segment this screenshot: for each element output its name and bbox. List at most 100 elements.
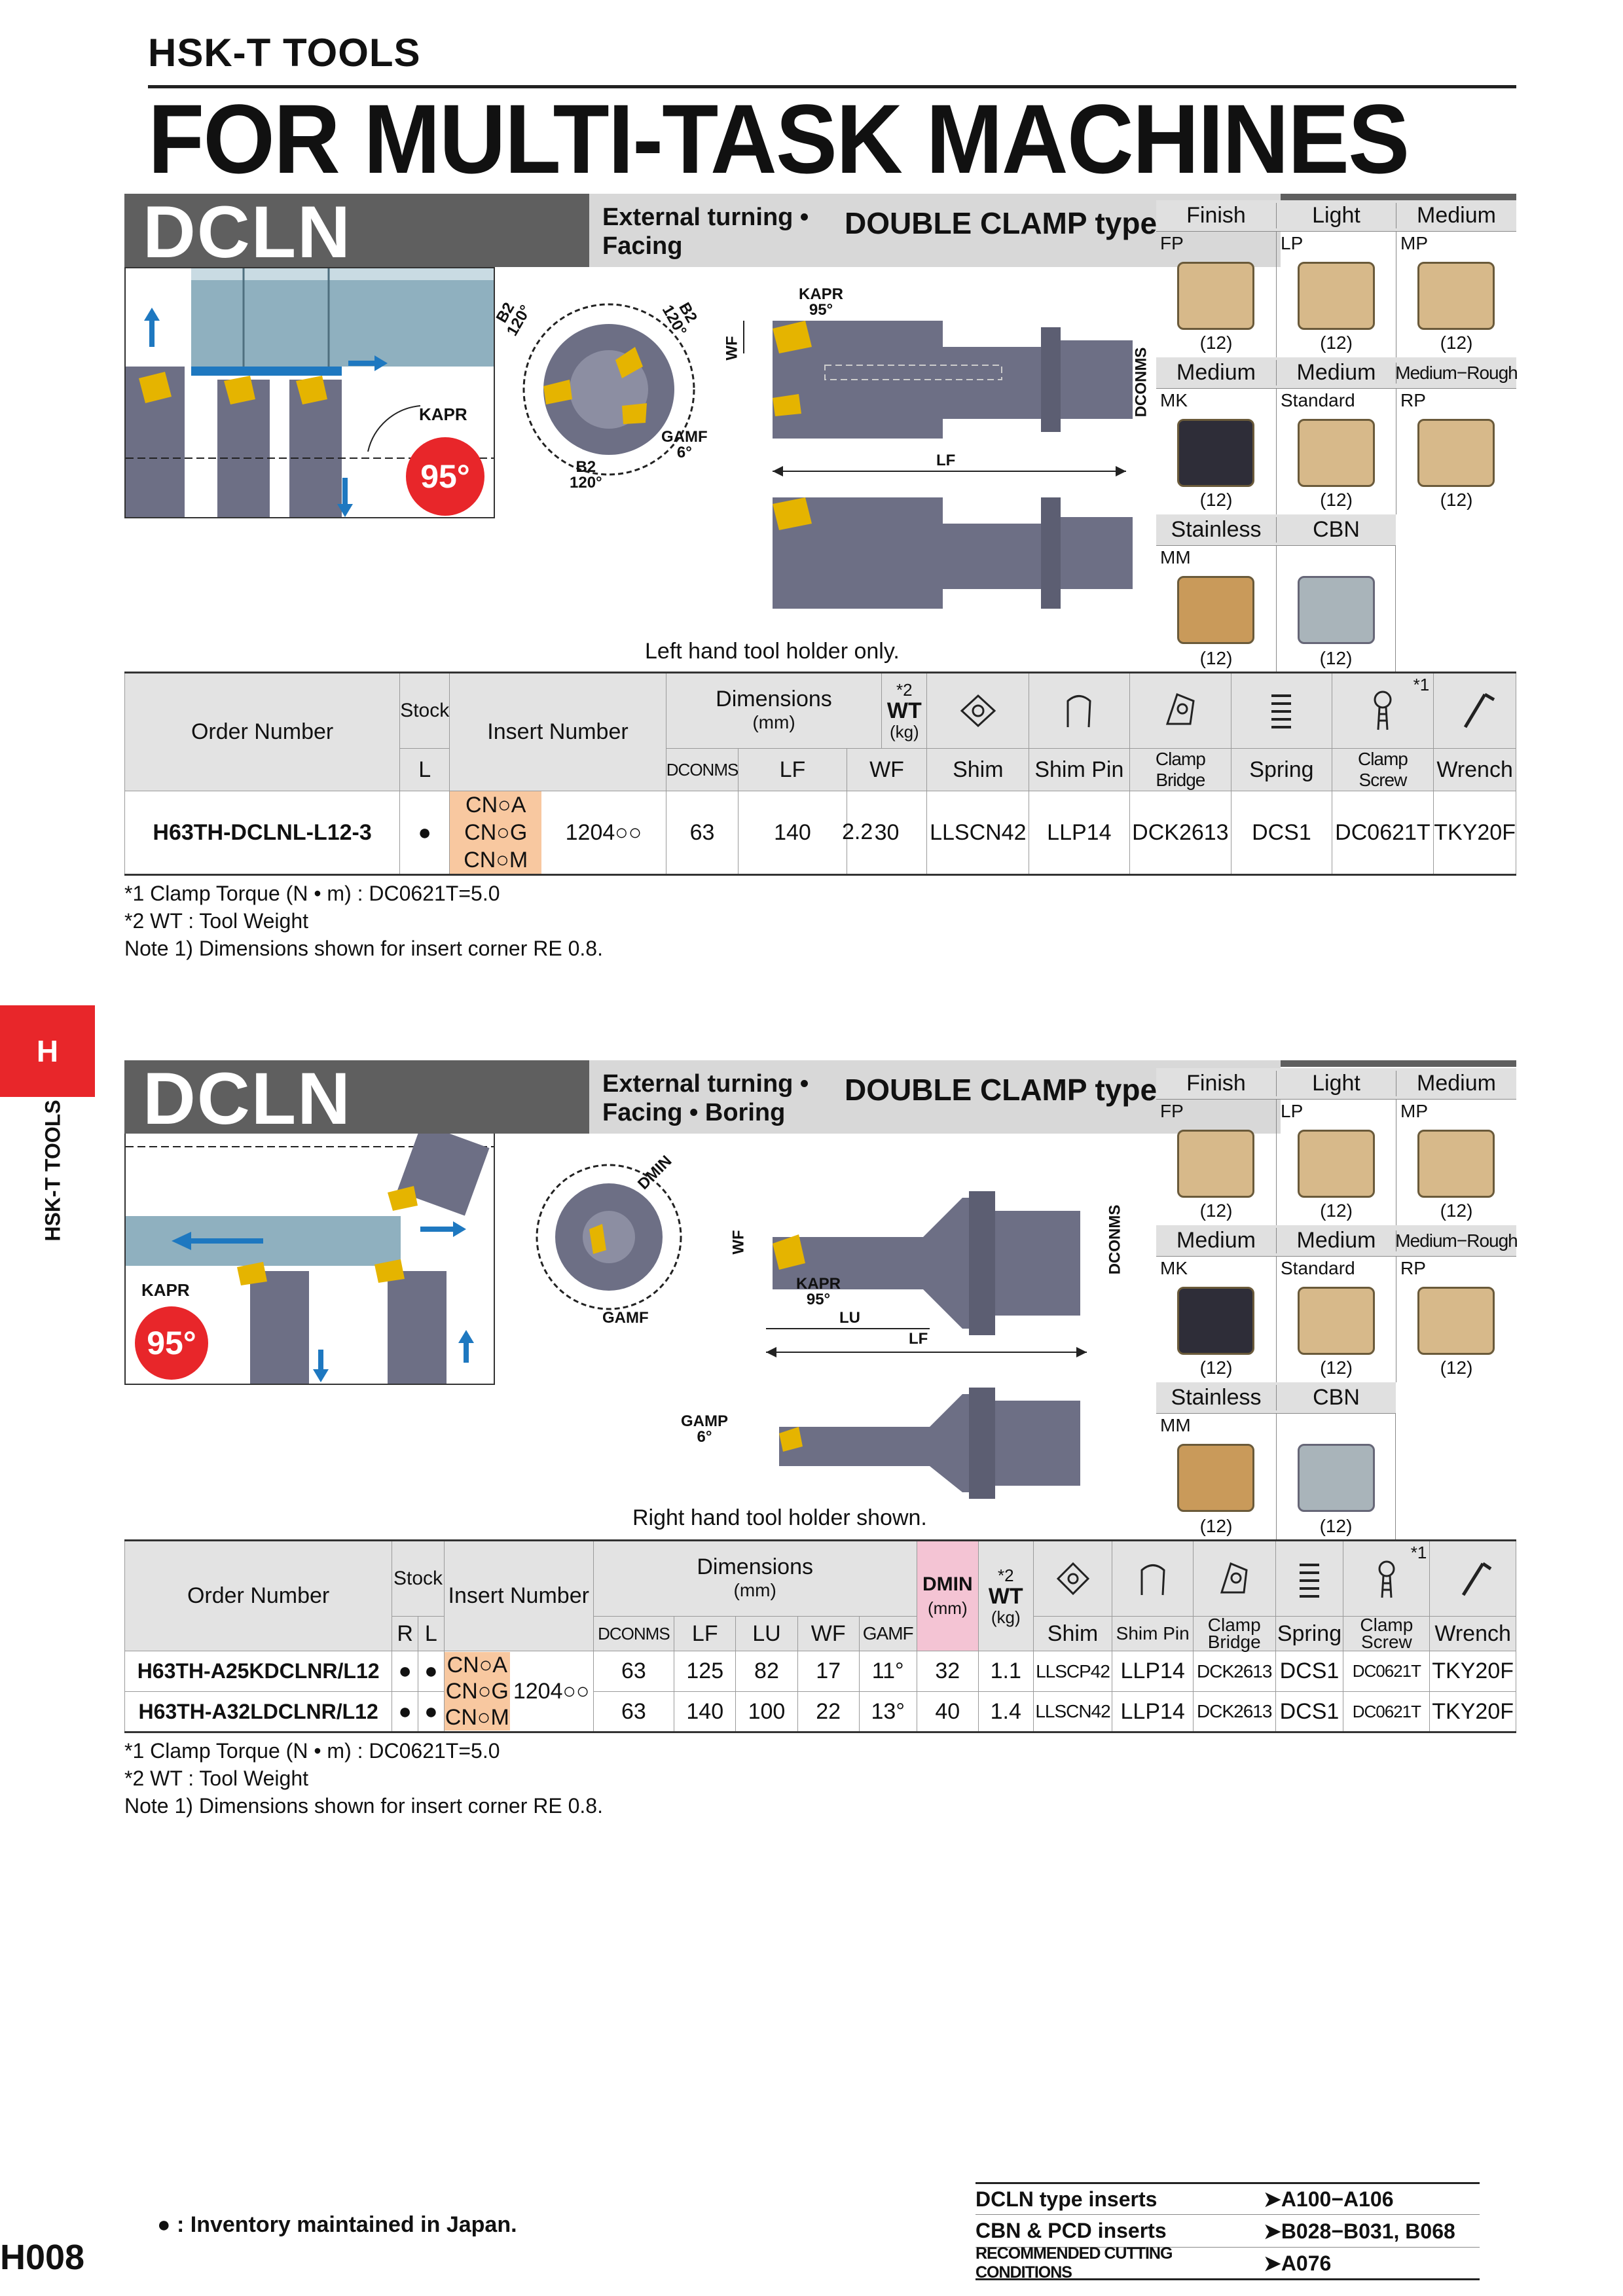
grade-medium-standard: Medium <box>1276 360 1396 386</box>
lf-value: 125 <box>674 1651 737 1692</box>
grade-stainless: Stainless <box>1171 1385 1262 1410</box>
section2-lu-label: LU <box>839 1309 860 1327</box>
grade-medium: Medium <box>1396 1071 1516 1096</box>
side-tab-label: HSK-T TOOLS <box>41 1100 65 1242</box>
wt-value: 1.4 <box>977 1691 1034 1732</box>
th-clamp-screw: Clamp Screw <box>1331 748 1434 791</box>
grade-light: Light <box>1276 1071 1396 1096</box>
stock-r-mark: ● <box>392 1691 418 1732</box>
section1-caption: Left hand tool holder only. <box>645 639 900 664</box>
section1-angle-badge: 95° <box>420 458 470 495</box>
side-tab[interactable]: H <box>0 1005 95 1097</box>
lf-value: 140 <box>674 1691 737 1732</box>
insert-standard[interactable]: Standard(12) <box>1276 1257 1396 1382</box>
dmin-value: 32 <box>916 1651 979 1692</box>
note-tool-weight: *2 WT : Tool Weight <box>124 1767 309 1790</box>
section1-type-line2: Facing <box>602 232 683 260</box>
insert-cbn[interactable]: (12) <box>1276 546 1396 673</box>
grade-medium-rough: Medium−Rough <box>1395 362 1518 384</box>
th-wrench: Wrench <box>1429 1616 1516 1651</box>
insert-lp[interactable]: LP(12) <box>1276 1100 1396 1225</box>
section2-end-view: DMIN GAMF <box>524 1152 720 1335</box>
insert-fp[interactable]: FP(12) <box>1156 1100 1276 1225</box>
insert-fp[interactable]: FP(12) <box>1156 232 1276 357</box>
th-dconms: DCONMS <box>593 1616 675 1651</box>
insert-mk[interactable]: MK(12) <box>1156 1257 1276 1382</box>
section2-operation-figure: KAPR 95° <box>124 1134 495 1385</box>
th-dmin: DMIN(mm) <box>916 1540 979 1651</box>
section1-kapr-label: KAPR <box>419 404 467 424</box>
table-row[interactable]: H63TH-A32LDCLNR/L12 ● ● 63 140 100 22 13… <box>124 1691 1516 1732</box>
th-clamp-bridge: Clamp Bridge <box>1129 748 1232 791</box>
clamp-bridge-icon <box>1192 1540 1276 1617</box>
section1-wt-value: 2.2 <box>842 819 873 844</box>
dconms-value: 63 <box>593 1651 675 1692</box>
spring-value: DCS1 <box>1275 1691 1344 1732</box>
th-clamp-screw: Clamp Screw <box>1343 1616 1431 1651</box>
clamp-bridge-value: DCK2613 <box>1129 791 1232 875</box>
spring-icon <box>1275 1540 1344 1617</box>
gamf-value: 13° <box>858 1691 917 1732</box>
insert-mm[interactable]: MM(12) <box>1156 1414 1276 1541</box>
ref-dcln-inserts[interactable]: DCLN type inserts ➤A100−A106 <box>976 2182 1480 2215</box>
insert-mk[interactable]: MK(12) <box>1156 389 1276 514</box>
wrench-icon <box>1433 672 1516 749</box>
insert-rp[interactable]: RP(12) <box>1396 389 1516 514</box>
operation-drawing <box>126 268 494 517</box>
th-order-number: Order Number <box>124 1540 393 1651</box>
th-lf: LF <box>738 748 847 791</box>
ref-cbn-pcd-inserts[interactable]: CBN & PCD inserts ➤B028−B031, B068 <box>976 2215 1480 2248</box>
order-number[interactable]: H63TH-DCLNL-L12-3 <box>124 791 401 875</box>
section1-wf-label: WF <box>723 336 741 361</box>
dmin-value: 40 <box>916 1691 979 1732</box>
clamp-screw-icon: *1 <box>1343 1540 1431 1617</box>
page-title: FOR MULTI-TASK MACHINES <box>148 84 1410 194</box>
grade-cbn: CBN <box>1276 1385 1396 1410</box>
insert-mp[interactable]: MP(12) <box>1396 1100 1516 1225</box>
insert-lp[interactable]: LP(12) <box>1276 232 1396 357</box>
note-clamp-torque: *1 Clamp Torque (N • m) : DC0621T=5.0 <box>124 1739 500 1763</box>
section2-angle-badge: 95° <box>147 1325 196 1361</box>
stock-r-mark: ● <box>392 1651 418 1692</box>
insert-rp[interactable]: RP(12) <box>1396 1257 1516 1382</box>
note-tool-weight: *2 WT : Tool Weight <box>124 909 309 933</box>
ref-cutting-conditions[interactable]: RECOMMENDED CUTTING CONDITIONS ➤A076 <box>976 2244 1480 2282</box>
insert-mp[interactable]: MP(12) <box>1396 232 1516 357</box>
grade-medium-mk: Medium <box>1176 1228 1256 1253</box>
th-spring: Spring <box>1275 1616 1344 1651</box>
boring-drawing <box>126 1134 494 1384</box>
end-view2-drawing <box>536 1164 682 1310</box>
th-lu: LU <box>735 1616 798 1651</box>
clamp-bridge-value: DCK2613 <box>1192 1651 1276 1692</box>
order-number[interactable]: H63TH-A25KDCLNR/L12 <box>124 1651 393 1692</box>
grade-medium-standard: Medium <box>1276 1228 1396 1253</box>
section2-clamp-type: DOUBLE CLAMP type <box>845 1073 1158 1107</box>
grade-finish: Finish <box>1186 1071 1246 1096</box>
wf-value: 22 <box>797 1691 860 1732</box>
shim-icon <box>1032 1540 1113 1617</box>
insert-mm[interactable]: MM(12) <box>1156 546 1276 673</box>
th-lf: LF <box>674 1616 737 1651</box>
section2-name: DCLN <box>143 1058 352 1139</box>
insert-standard[interactable]: Standard(12) <box>1276 389 1396 514</box>
th-dimensions: Dimensions(mm) <box>665 672 883 749</box>
shim-value: LLSCN42 <box>1032 1691 1113 1732</box>
section2-table: Order Number Stock Insert Number Dimensi… <box>124 1539 1516 1733</box>
section1-table: Order Number Stock Insert Number Dimensi… <box>124 672 1516 876</box>
spring-value: DCS1 <box>1231 791 1332 875</box>
insert-cbn[interactable]: (12) <box>1276 1414 1396 1541</box>
order-number[interactable]: H63TH-A32LDCLNR/L12 <box>124 1691 393 1732</box>
